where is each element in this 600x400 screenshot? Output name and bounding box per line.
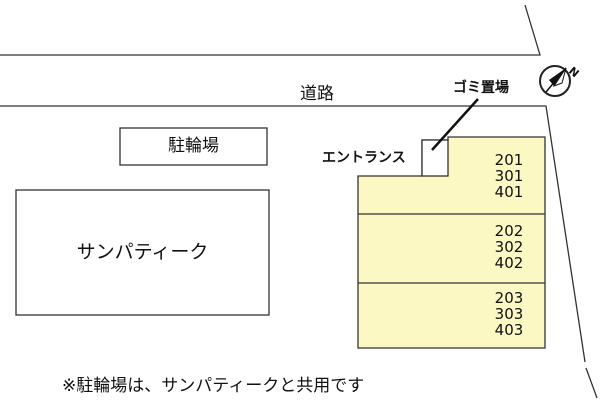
unit-group-2: 202 302 402 <box>486 223 532 271</box>
lot-edge-right <box>585 367 598 399</box>
garbage-area-label: ゴミ置場 <box>453 80 509 96</box>
neighbor-building-shape <box>15 189 270 316</box>
unit-number: 202 <box>494 222 524 240</box>
road-edge-bottom <box>0 105 586 363</box>
compass-icon: N <box>539 64 581 97</box>
unit-number: 302 <box>494 238 524 256</box>
bicycle-parking-shape <box>119 127 268 166</box>
unit-number: 203 <box>494 289 524 307</box>
unit-group-1: 201 301 401 <box>486 152 532 200</box>
unit-number: 401 <box>494 183 524 201</box>
unit-group-3: 203 303 403 <box>486 290 532 338</box>
unit-number: 301 <box>494 167 524 185</box>
shared-parking-note: ※駐輪場は、サンパティークと共用です <box>62 376 365 396</box>
unit-number: 201 <box>494 151 524 169</box>
bicycle-parking-label: 駐輪場 <box>168 136 219 156</box>
unit-number: 403 <box>494 321 524 339</box>
unit-number: 402 <box>494 254 524 272</box>
road-label: 道路 <box>300 84 334 104</box>
garbage-leader-line <box>431 98 479 151</box>
unit-number: 303 <box>494 305 524 323</box>
entrance-label: エントランス <box>322 150 406 166</box>
road-edge-top <box>0 4 541 56</box>
neighbor-building-label: サンパティーク <box>76 241 209 263</box>
